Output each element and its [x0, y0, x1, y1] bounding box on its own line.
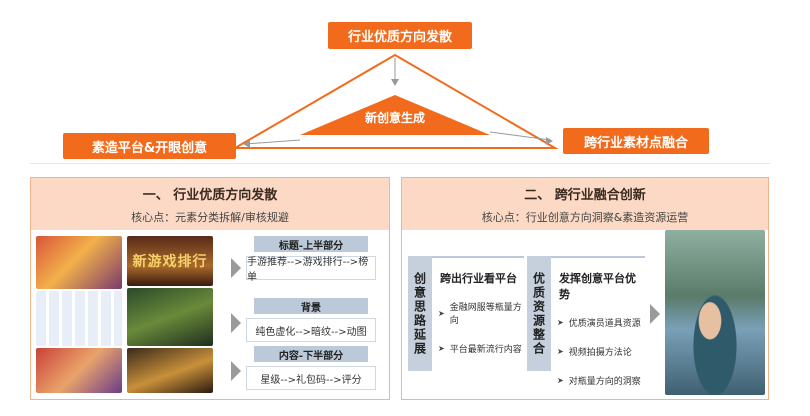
group-heading: 背景	[254, 298, 368, 314]
list-item: ➤平台最新流行内容	[438, 344, 522, 355]
element-group: 标题-上半部分 手游推荐-->游戏排行-->榜单	[246, 236, 376, 283]
arrow-right-icon	[231, 258, 241, 278]
element-group: 背景 纯色虚化-->暗纹-->动图	[246, 298, 376, 342]
game-thumbnail	[36, 291, 122, 346]
center-label: 新创意生成	[364, 111, 425, 125]
left-panel-title: 一、 行业优质方向发散	[142, 187, 278, 203]
game-thumbnail: 新游戏排行	[127, 236, 213, 286]
arrow-left	[244, 139, 301, 145]
side-label-2: 优质资源整合	[527, 256, 551, 371]
arrow-down-head	[391, 79, 399, 86]
thumbnail-caption: 新游戏排行	[132, 254, 208, 270]
right-panel-header: 二、 跨行业融合创新 核心点：行业创意方向洞察&素造资源运营	[402, 178, 768, 230]
list-item: ➤金融网服等瓶量方向	[438, 303, 522, 326]
group-body: 星级-->礼包码-->评分	[246, 366, 376, 390]
right-panel-subtitle: 核心点：行业创意方向洞察&素造资源运营	[481, 210, 689, 224]
group-heading: 内容-下半部分	[254, 346, 368, 362]
list-item: ➤视频拍摄方法论	[557, 347, 632, 358]
apex-label: 行业优质方向发散	[328, 22, 472, 49]
bullet-arrow-icon: ➤	[557, 347, 564, 356]
list-item: ➤对瓶量方向的洞察	[557, 376, 641, 387]
arrow-right-head	[546, 137, 553, 145]
triangle-outline	[231, 53, 559, 149]
game-thumbnail	[127, 348, 213, 393]
center-triangle	[300, 95, 490, 135]
element-group: 内容-下半部分 星级-->礼包码-->评分	[246, 346, 376, 390]
list-item: ➤优质演员道具资源	[557, 318, 641, 329]
arrow-right-icon	[650, 304, 660, 324]
left-panel-header: 一、 行业优质方向发散 核心点：元素分类拆解/审核规避	[31, 178, 389, 230]
advantage-column: 发挥创意平台优势 ➤优质演员道具资源 ➤视频拍摄方法论 ➤对瓶量方向的洞察	[551, 256, 645, 387]
left-panel-subtitle: 核心点：元素分类拆解/审核规避	[131, 210, 289, 224]
column-title: 跨出行业看平台	[440, 272, 517, 285]
column-title: 发挥创意平台优势	[559, 272, 636, 301]
right-label: 跨行业素材点融合	[563, 128, 709, 154]
left-label: 素造平台&开眼创意	[63, 133, 236, 159]
arrow-right-icon	[231, 361, 241, 381]
bullet-arrow-icon: ➤	[438, 308, 445, 318]
group-body: 纯色虚化-->暗纹-->动图	[246, 318, 376, 342]
platform-column: 跨出行业看平台 ➤金融网服等瓶量方向 ➤平台最新流行内容	[432, 256, 524, 371]
game-thumbnail	[36, 236, 122, 289]
left-panel: 一、 行业优质方向发散 核心点：元素分类拆解/审核规避 新游戏排行 标题-上半部…	[30, 177, 390, 400]
right-panel-title: 二、 跨行业融合创新	[524, 187, 646, 203]
arrow-left-head	[243, 140, 250, 148]
group-heading: 标题-上半部分	[254, 236, 368, 252]
side-label-1: 创意思路延展	[408, 256, 432, 371]
game-thumbnail	[36, 348, 122, 393]
video-thumbnail	[665, 230, 765, 395]
divider	[30, 163, 770, 164]
arrow-right-icon	[231, 313, 241, 333]
group-body: 手游推荐-->游戏排行-->榜单	[246, 256, 376, 283]
triangle-diagram	[231, 53, 559, 149]
game-thumbnail	[127, 288, 213, 346]
bullet-arrow-icon: ➤	[438, 344, 445, 353]
bullet-arrow-icon: ➤	[557, 376, 564, 385]
bullet-arrow-icon: ➤	[557, 318, 564, 327]
arrow-right	[489, 131, 551, 141]
